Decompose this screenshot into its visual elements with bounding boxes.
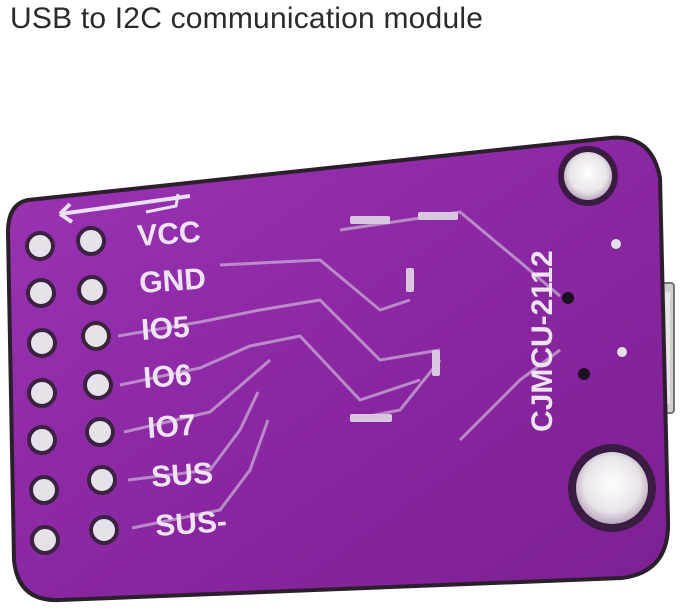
mounting-hole-bottom xyxy=(568,444,656,532)
pin-label-io5: IO5 xyxy=(140,311,191,347)
smd-pads xyxy=(350,212,458,422)
pin-label-io6: IO6 xyxy=(142,359,193,395)
header-pads-inner xyxy=(76,226,119,545)
pcb-board xyxy=(5,135,671,603)
pin-label-sus: SUS xyxy=(150,457,214,494)
mounting-hole-top xyxy=(558,146,618,206)
model-label: CJMCU-2112 xyxy=(526,250,559,432)
pin-label-sus-minus: SUS- xyxy=(154,505,228,543)
header-pads-outer xyxy=(25,231,60,555)
pcb-traces xyxy=(117,210,561,530)
pin-label-io7: IO7 xyxy=(146,409,197,445)
page-title: USB to I2C communication module xyxy=(10,2,484,35)
pin1-arrow xyxy=(58,194,191,224)
pin-label-vcc: VCC xyxy=(136,216,201,253)
pin-label-gnd: GND xyxy=(138,262,207,300)
